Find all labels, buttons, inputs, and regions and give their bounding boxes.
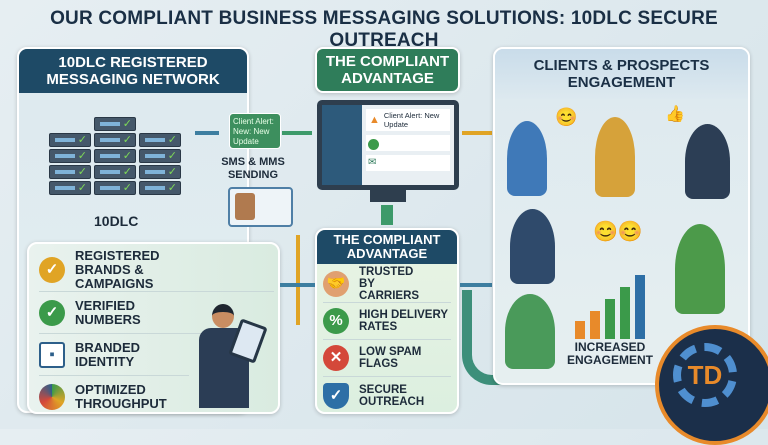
advantage-list: THE COMPLIANT ADVANTAGE 🤝 TRUSTED BY CARR… <box>315 228 459 414</box>
emoji-icon: 😊 <box>555 107 578 127</box>
check-icon <box>368 139 379 150</box>
server-label: 10DLC <box>94 213 139 229</box>
alert-text: Client Alert: New Update <box>383 111 440 129</box>
advantage-item: 🤝 TRUSTED BY CARRIERS <box>323 266 451 303</box>
gauge-icon <box>39 384 65 410</box>
advantage-label: TRUSTED BY CARRIERS <box>359 266 420 302</box>
warning-icon: ▲ <box>369 113 380 126</box>
x-icon: ✕ <box>323 345 349 371</box>
advantage-list-header: THE COMPLIANT ADVANTAGE <box>317 230 457 264</box>
emoji-icon: 😊😊 <box>593 221 643 243</box>
monitor-stand <box>370 190 406 202</box>
server-stack <box>49 117 181 197</box>
contact-card <box>228 187 293 227</box>
feature-label: BRANDED IDENTITY <box>75 339 140 369</box>
features-list: ✓ REGISTERED BRANDS & CAMPAIGNS ✓ VERIFIED… <box>27 242 280 414</box>
flow-line <box>296 235 300 325</box>
advantage-label: SECURE OUTREACH <box>359 383 425 408</box>
flow-arrow <box>460 283 492 287</box>
feature-label: OPTIMIZED THROUGHPUT <box>75 382 167 411</box>
check-icon: ✓ <box>39 299 65 326</box>
advantage-label: HIGH DELIVERY RATES <box>359 309 448 333</box>
down-arrow <box>381 205 393 225</box>
flow-arrow <box>195 131 219 135</box>
mail-icon: ✉ <box>366 155 450 171</box>
person-illustration <box>675 224 725 314</box>
monitor: ▲Client Alert: New Update ✉ <box>317 100 459 190</box>
engagement-label: INCREASED ENGAGEMENT <box>566 340 653 367</box>
sms-bubble: Client Alert: New: New Update <box>229 113 281 149</box>
flow-arrow <box>462 131 492 135</box>
bar-chart <box>575 274 645 339</box>
feature-item: ▪ BRANDED IDENTITY <box>39 334 189 376</box>
person-illustration <box>510 209 555 284</box>
advantage-item: ✕ LOW SPAM FLAGS <box>323 340 451 377</box>
thumbs-up-icon: 👍 <box>665 106 685 123</box>
feature-item: ✓ REGISTERED BRANDS & CAMPAIGNS <box>39 248 274 292</box>
businessman-illustration <box>194 304 268 409</box>
advantage-label: LOW SPAM FLAGS <box>359 346 422 370</box>
shield-icon: ✓ <box>323 382 349 409</box>
feature-label: REGISTERED BRANDS & CAMPAIGNS <box>75 247 160 291</box>
page-title: OUR COMPLIANT BUSINESS MESSAGING SOLUTIO… <box>50 8 718 51</box>
person-illustration <box>505 294 555 369</box>
person-illustration <box>685 124 730 199</box>
compliant-advantage-header: THE COMPLIANT ADVANTAGE <box>315 47 460 93</box>
sms-label: SMS & MMS SENDING <box>221 156 285 181</box>
handshake-icon: 🤝 <box>323 271 349 297</box>
person-illustration <box>507 121 547 196</box>
badge-icon: ✓ <box>39 256 65 283</box>
advantage-item: % HIGH DELIVERY RATES <box>323 303 451 340</box>
feature-item: ✓ VERIFIED NUMBERS <box>39 292 209 334</box>
percent-up-icon: % <box>323 308 349 334</box>
right-panel-header: CLIENTS & PROSPECTS ENGAGEMENT <box>495 49 748 99</box>
person-illustration <box>595 117 635 197</box>
app-sidebar <box>322 105 362 185</box>
left-panel-header: 10DLC REGISTERED MESSAGING NETWORK <box>19 49 247 93</box>
flow-arrow <box>282 131 312 135</box>
flow-arrow <box>280 283 315 287</box>
gear-icon: TD <box>673 343 737 407</box>
advantage-item: ✓ SECURE OUTREACH <box>323 377 451 414</box>
feature-label: VERIFIED NUMBERS <box>75 297 141 327</box>
id-card-icon: ▪ <box>39 341 65 368</box>
company-logo: TD <box>655 325 768 445</box>
feature-item: OPTIMIZED THROUGHPUT <box>39 376 199 418</box>
alert-card: ▲Client Alert: New Update <box>366 109 450 131</box>
profile-photo-icon <box>235 193 255 220</box>
